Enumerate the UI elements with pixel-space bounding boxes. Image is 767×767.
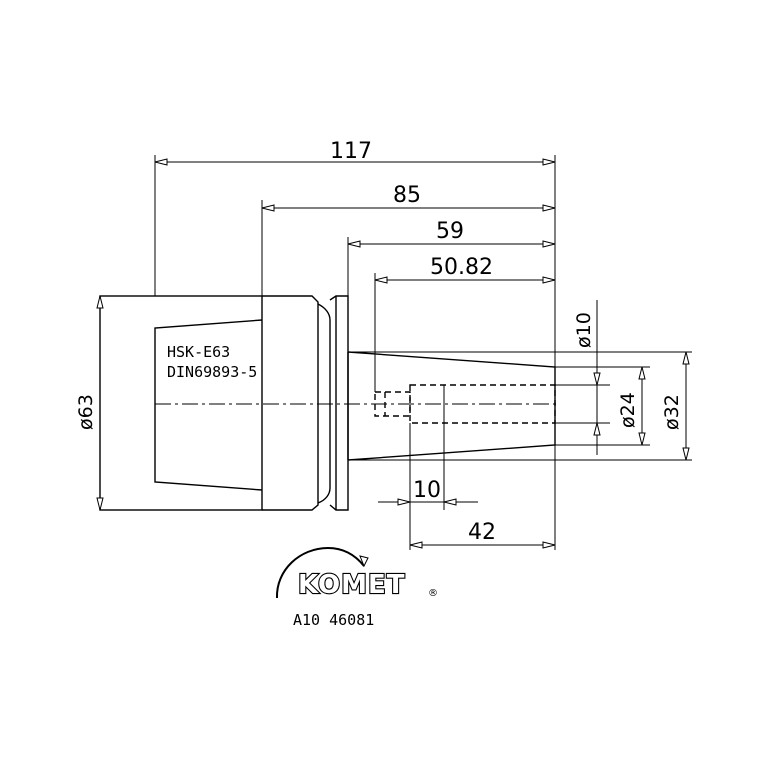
dim-d10: ø10 [555, 300, 610, 455]
dim-42-label: 42 [468, 520, 496, 545]
dim-d63: ø63 [75, 295, 104, 511]
flange-body [99, 295, 263, 511]
dim-10-label: 10 [413, 478, 441, 503]
part-line-2: DIN69893-5 [167, 363, 257, 381]
hsk-taper [154, 319, 263, 491]
dim-50-82-label: 50.82 [430, 255, 493, 280]
dim-d24-label: ø24 [617, 392, 639, 428]
komet-logo: KOMET ® [275, 546, 438, 601]
dim-42: 42 [409, 520, 556, 549]
dim-d10-label: ø10 [573, 312, 595, 348]
article-number: A10 46081 [293, 611, 374, 629]
dim-d32-label: ø32 [661, 394, 683, 430]
extension-taper [347, 351, 556, 461]
dim-d24: ø24 [555, 366, 650, 446]
dim-117-label: 117 [330, 139, 372, 164]
groove-ring-2 [329, 295, 349, 511]
dim-10: 10 [378, 385, 478, 550]
tool-holder-body [99, 295, 560, 511]
logo-swoosh [275, 546, 365, 599]
dim-d63-label: ø63 [75, 394, 97, 430]
dim-85: 85 [261, 183, 556, 296]
dim-59-label: 59 [436, 219, 464, 244]
part-line-1: HSK-E63 [167, 343, 230, 361]
dim-d32: ø32 [348, 351, 692, 461]
dim-85-label: 85 [393, 183, 421, 208]
logo-registered-mark: ® [428, 588, 438, 599]
dim-59: 59 [347, 219, 556, 296]
dim-50-82: 50.82 [374, 255, 556, 392]
groove [262, 295, 319, 511]
logo-brand: KOMET [298, 570, 405, 600]
